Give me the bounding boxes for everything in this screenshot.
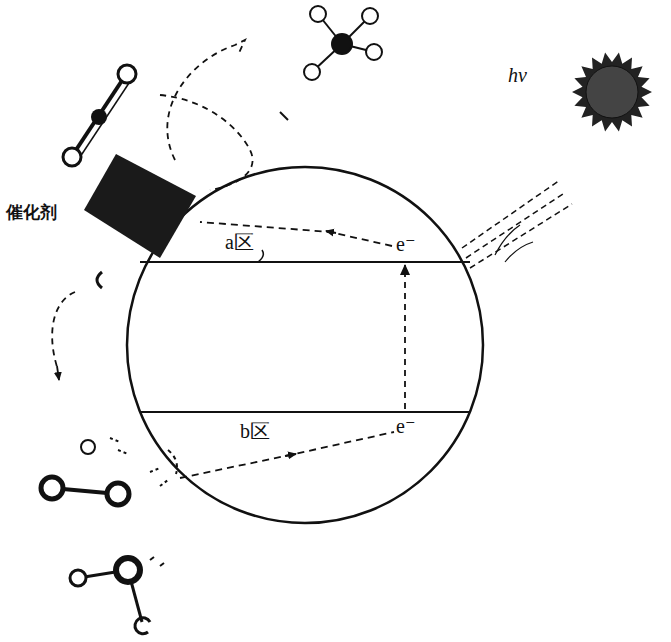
arrow-head (285, 454, 296, 456)
catalyst-label: 催化剂 (6, 204, 57, 223)
sun-rays (572, 53, 652, 132)
product-path (167, 40, 245, 160)
electron-symbol: e⁻ (396, 415, 415, 437)
excitation-arrow (404, 265, 406, 409)
dash-mark (280, 112, 288, 120)
sun-disc (586, 66, 638, 118)
ch4-molecule (304, 6, 382, 80)
light-ray (462, 180, 560, 248)
catalyst-diamond (84, 154, 196, 258)
o2-molecule (41, 477, 129, 505)
co2-molecule (63, 65, 136, 166)
cycle-arrow (52, 292, 75, 370)
electron-symbol: e⁻ (396, 233, 415, 255)
light-symbol: hν (508, 64, 527, 86)
dash-mark (97, 272, 102, 288)
arrow-head (57, 366, 59, 380)
light-ray (470, 204, 572, 268)
light-ray (466, 192, 566, 258)
oxygen-atoms (81, 438, 177, 486)
h2o-molecule (70, 557, 164, 634)
hole-path (180, 432, 394, 478)
band-label: a区 (225, 231, 254, 253)
band-line (140, 261, 470, 263)
band-label: b区 (240, 420, 270, 442)
light-squiggle (495, 225, 533, 262)
catalyst-block: 催化剂 (4, 150, 204, 265)
sun (572, 53, 652, 132)
band-line (140, 411, 470, 413)
product-path (160, 95, 253, 190)
arrow-head (326, 231, 336, 233)
dash-mark (258, 250, 263, 262)
